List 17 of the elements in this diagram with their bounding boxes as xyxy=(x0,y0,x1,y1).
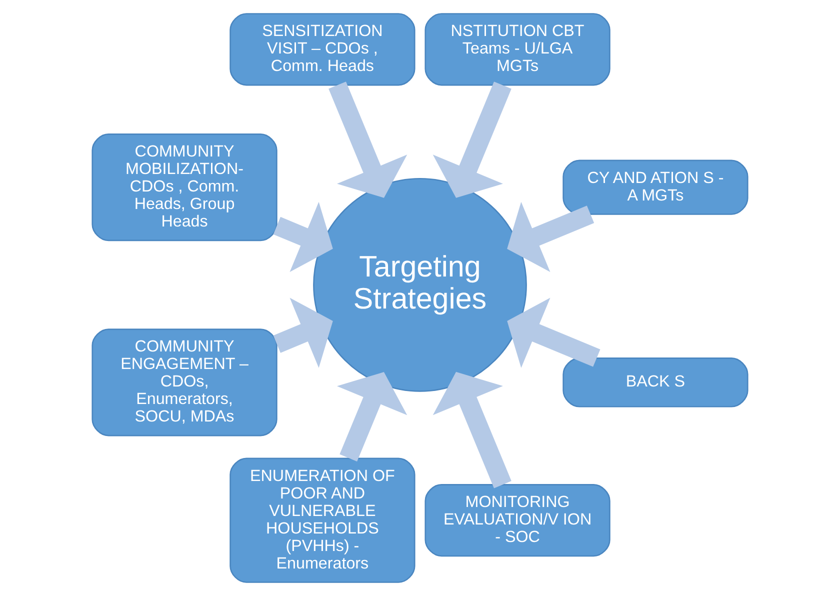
arrow xyxy=(273,202,333,272)
node-box: COMMUNITY MOBILIZATION-CDOs , Comm. Heads, Group Heads xyxy=(92,134,278,242)
arrow xyxy=(432,82,512,198)
node-box: SENSITIZATION VISIT – CDOs , Comm. Heads xyxy=(230,13,416,86)
arrow xyxy=(432,372,512,488)
node-box: CY AND ATION S - A MGTs xyxy=(562,160,748,215)
node-box: MONITORING EVALUATION/V ION - SOC xyxy=(424,484,610,557)
arrow xyxy=(273,298,333,368)
arrow xyxy=(507,298,600,368)
node-box: COMMUNITY ENGAGEMENT – CDOs, Enumerators, SOCU, MDAs xyxy=(92,328,278,436)
arrow xyxy=(328,82,408,198)
node-circle: Targeting Strategies xyxy=(313,178,527,392)
arrow xyxy=(507,202,594,272)
node-box: ENUMERATION OF POOR AND VULNERABLE HOUSEHOLDS (PVHHs) - Enumerators xyxy=(230,458,416,583)
node-box: NSTITUTION CBT Teams - U/LGA MGTs xyxy=(424,13,610,86)
arrow xyxy=(336,372,408,462)
node-box: BACK S xyxy=(562,358,748,408)
